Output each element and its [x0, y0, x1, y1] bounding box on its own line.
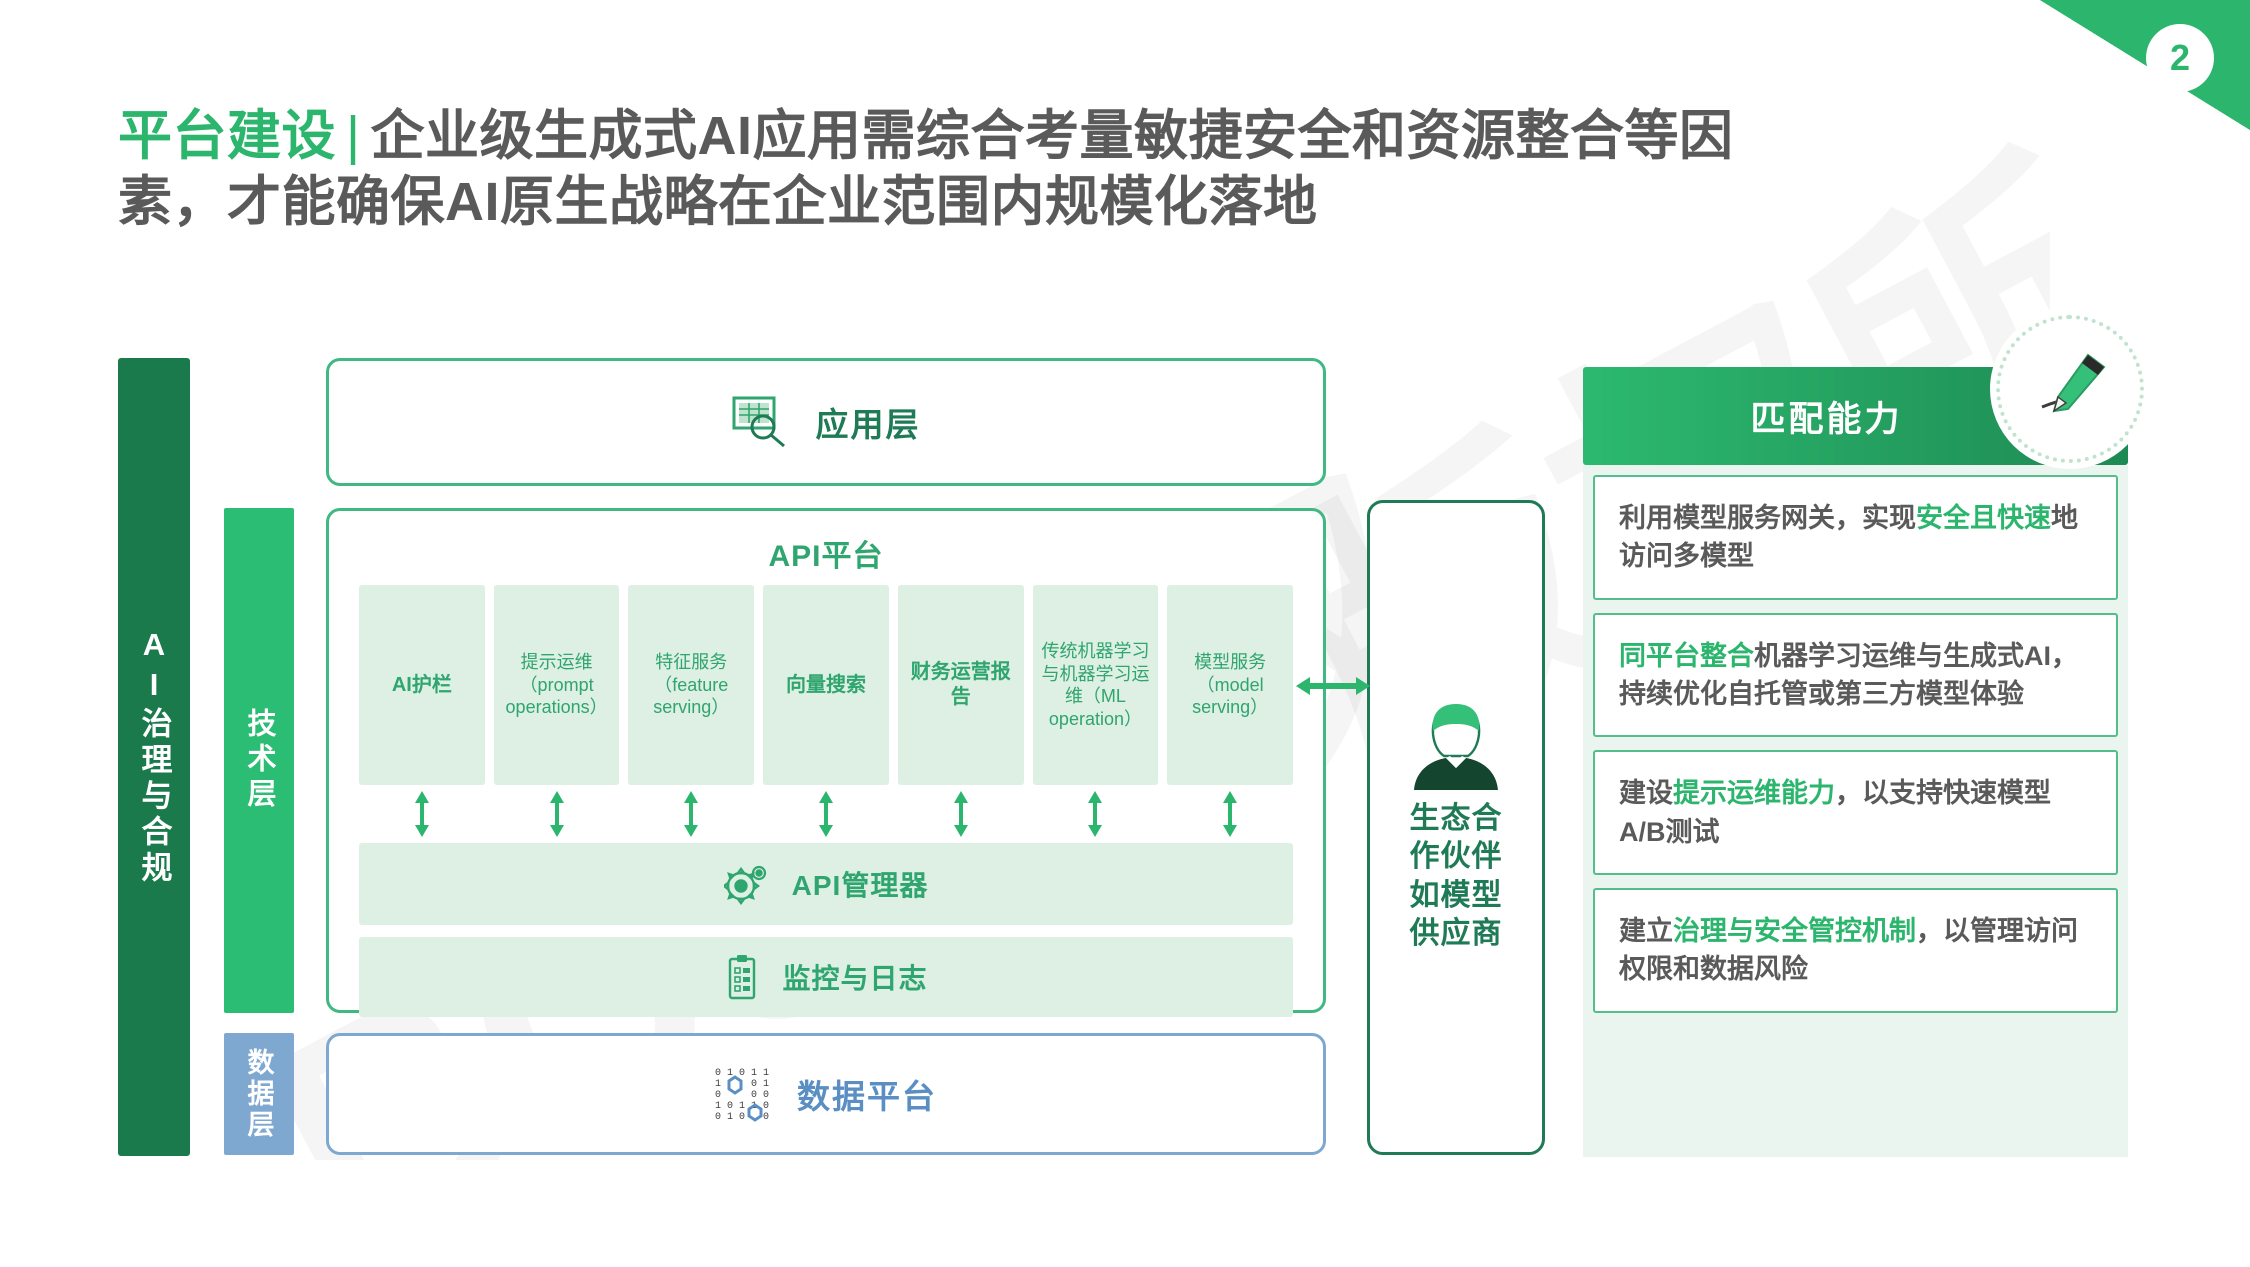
api-manager-row: API管理器 — [359, 843, 1293, 925]
capabilities-list: 利用模型服务网关，实现安全且快速地访问多模型 同平台整合机器学习运维与生成式AI… — [1583, 465, 2128, 1157]
page-title: 平台建设|企业级生成式AI应用需综合考量敏捷安全和资源整合等因 素，才能确保AI… — [118, 104, 2118, 236]
double-arrow-icon — [494, 791, 620, 837]
capability-text-part: 建立 — [1619, 915, 1673, 946]
svg-text:1 0 1 1 0 1: 1 0 1 1 0 1 — [715, 1101, 773, 1112]
bidirectional-arrow-icon — [1296, 672, 1370, 700]
capability-text-part: ，以管理访问权限和数据风险 — [1619, 915, 2078, 985]
capability-text-highlight: 同平台整合 — [1619, 640, 1754, 671]
capability-text-highlight: 提示运维能力 — [1673, 778, 1835, 809]
capability-item[interactable]: 建立治理与安全管控机制，以管理访问权限和数据风险 — [1593, 887, 2118, 1013]
double-arrow-icon — [1033, 791, 1159, 837]
monitoring-logs-label: 监控与日志 — [782, 963, 928, 994]
vertical-arrows-row — [345, 785, 1307, 843]
pen-circle-icon — [1996, 315, 2144, 463]
title-main-line-1: 企业级生成式AI应用需综合考量敏捷安全和资源整合等因 — [370, 106, 1734, 166]
capability-text-part: ，以支持快速模型A/B测试 — [1619, 778, 2051, 847]
data-platform-label: 数据平台 — [797, 1078, 937, 1115]
svg-text:1 0 1 0: 1 0 1 0 — [715, 1079, 773, 1090]
double-arrow-icon — [628, 791, 754, 837]
application-layer-card: 应用层 — [326, 358, 1326, 486]
data-platform-card: 0 1 0 1 1 0 1 0 1 0 0 0 0 1 1 0 1 1 0 1 … — [326, 1033, 1326, 1155]
capability-text-part: 地访问多模型 — [1619, 503, 2078, 572]
governance-bar-label: AI治理与合规 — [136, 627, 172, 887]
corner-triangle-decoration — [2040, 0, 2250, 130]
title-kicker: 平台建设 — [118, 106, 336, 166]
api-services-row: AI护栏 提示运维（prompt operations） 特征服务（featur… — [345, 585, 1307, 785]
service-box[interactable]: 传统机器学习与机器学习运维（ML operation） — [1032, 585, 1159, 785]
service-box[interactable]: 模型服务（model serving） — [1167, 585, 1294, 785]
api-platform-card: API平台 AI护栏 提示运维（prompt operations） 特征服务（… — [326, 508, 1326, 1017]
api-manager-label: API管理器 — [791, 870, 929, 901]
title-separator: | — [346, 106, 361, 166]
service-box[interactable]: AI护栏 — [359, 585, 485, 785]
double-arrow-icon — [359, 791, 485, 837]
gear-icon — [723, 863, 770, 905]
governance-bar: AI治理与合规 — [118, 358, 190, 1156]
capability-item[interactable]: 利用模型服务网关，实现安全且快速地访问多模型 — [1593, 475, 2118, 600]
capability-text-part: 利用模型服务网关，实现 — [1619, 503, 1916, 533]
capability-text-part: 机器学习运维与生成式AI，持续优化自托管或第三方模型体验 — [1619, 640, 2078, 709]
service-box[interactable]: 财务运营报告 — [897, 585, 1024, 785]
monitoring-logs-row: 监控与日志 — [359, 937, 1293, 1017]
ecosystem-partner-label: 生态合作伙伴如模型供应商 — [1409, 801, 1503, 950]
service-box[interactable]: 特征服务（feature serving） — [628, 585, 755, 785]
title-line-2: 素，才能确保AI原生战略在企业范围内规模化落地 — [118, 171, 1318, 232]
clipboard-icon — [724, 954, 760, 1000]
architecture-diagram: AI治理与合规 技术层 数据层 应用层 — [118, 358, 1368, 1158]
capability-text-highlight: 治理与安全管控机制 — [1673, 915, 1916, 946]
ecosystem-partner-card: 生态合作伙伴如模型供应商 — [1367, 500, 1545, 1155]
capabilities-panel-header: 匹配能力 — [1583, 315, 2144, 465]
data-layer-label: 数据层 — [243, 1047, 274, 1141]
capability-item[interactable]: 同平台整合机器学习运维与生成式AI，持续优化自托管或第三方模型体验 — [1593, 612, 2118, 738]
capabilities-panel-title: 匹配能力 — [1750, 399, 1903, 439]
capability-item[interactable]: 建设提示运维能力，以支持快速模型A/B测试 — [1593, 750, 2118, 875]
person-icon — [1404, 702, 1508, 790]
api-platform-title: API平台 — [768, 540, 884, 573]
title-line-1: 平台建设|企业级生成式AI应用需综合考量敏捷安全和资源整合等因 — [118, 104, 2118, 170]
svg-text:0 1 0 1 1 0: 0 1 0 1 1 0 — [715, 1068, 773, 1079]
svg-text:0 1 0 0 0: 0 1 0 0 0 — [715, 1112, 773, 1123]
application-layer-label: 应用层 — [815, 406, 921, 443]
tech-layer-bar: 技术层 — [224, 508, 294, 1013]
tech-layer-label: 技术层 — [243, 708, 275, 813]
screen-search-icon — [732, 396, 790, 448]
capabilities-panel: 匹配能力 利用模型服务网关，实现安全且快速地访问多模型 同平台整合机器学习运维与… — [1583, 315, 2144, 1157]
service-box[interactable]: 提示运维（prompt operations） — [493, 585, 620, 785]
page-number-badge: 2 — [2146, 24, 2214, 92]
capability-text-part: 建设 — [1619, 778, 1673, 809]
binary-data-icon: 0 1 0 1 1 0 1 0 1 0 0 0 0 1 1 0 1 1 0 1 … — [715, 1065, 773, 1123]
double-arrow-icon — [898, 791, 1024, 837]
double-arrow-icon — [763, 791, 889, 837]
service-box[interactable]: 向量搜索 — [763, 585, 889, 785]
data-layer-bar: 数据层 — [224, 1033, 294, 1155]
capability-text-highlight: 安全且快速 — [1916, 503, 2051, 533]
svg-text:0 0 0 1: 0 0 0 1 — [715, 1090, 773, 1101]
double-arrow-icon — [1167, 791, 1293, 837]
